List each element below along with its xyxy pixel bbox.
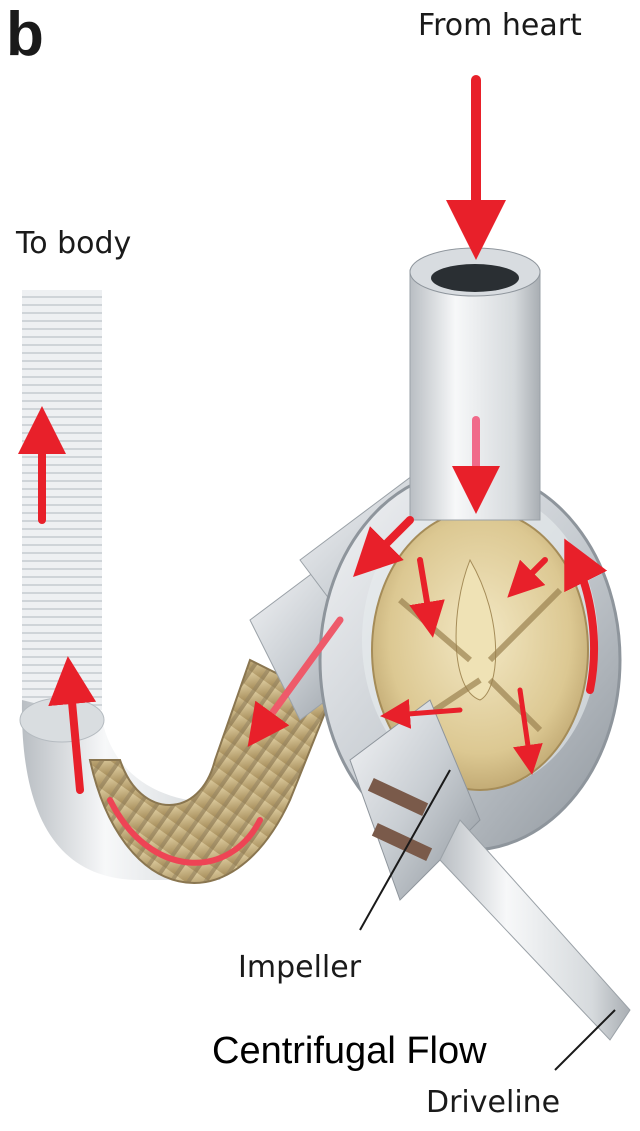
to-body-label: To body xyxy=(16,226,131,261)
from-heart-label: From heart xyxy=(418,8,582,43)
impeller-label: Impeller xyxy=(238,950,361,985)
driveline-label: Driveline xyxy=(426,1085,560,1120)
driveline-leader-line xyxy=(555,1010,615,1070)
driveline-cable xyxy=(440,820,630,1040)
outflow-graft xyxy=(20,290,330,883)
centrifugal-flow-label: Centrifugal Flow xyxy=(212,1030,487,1073)
panel-letter: b xyxy=(6,4,44,66)
